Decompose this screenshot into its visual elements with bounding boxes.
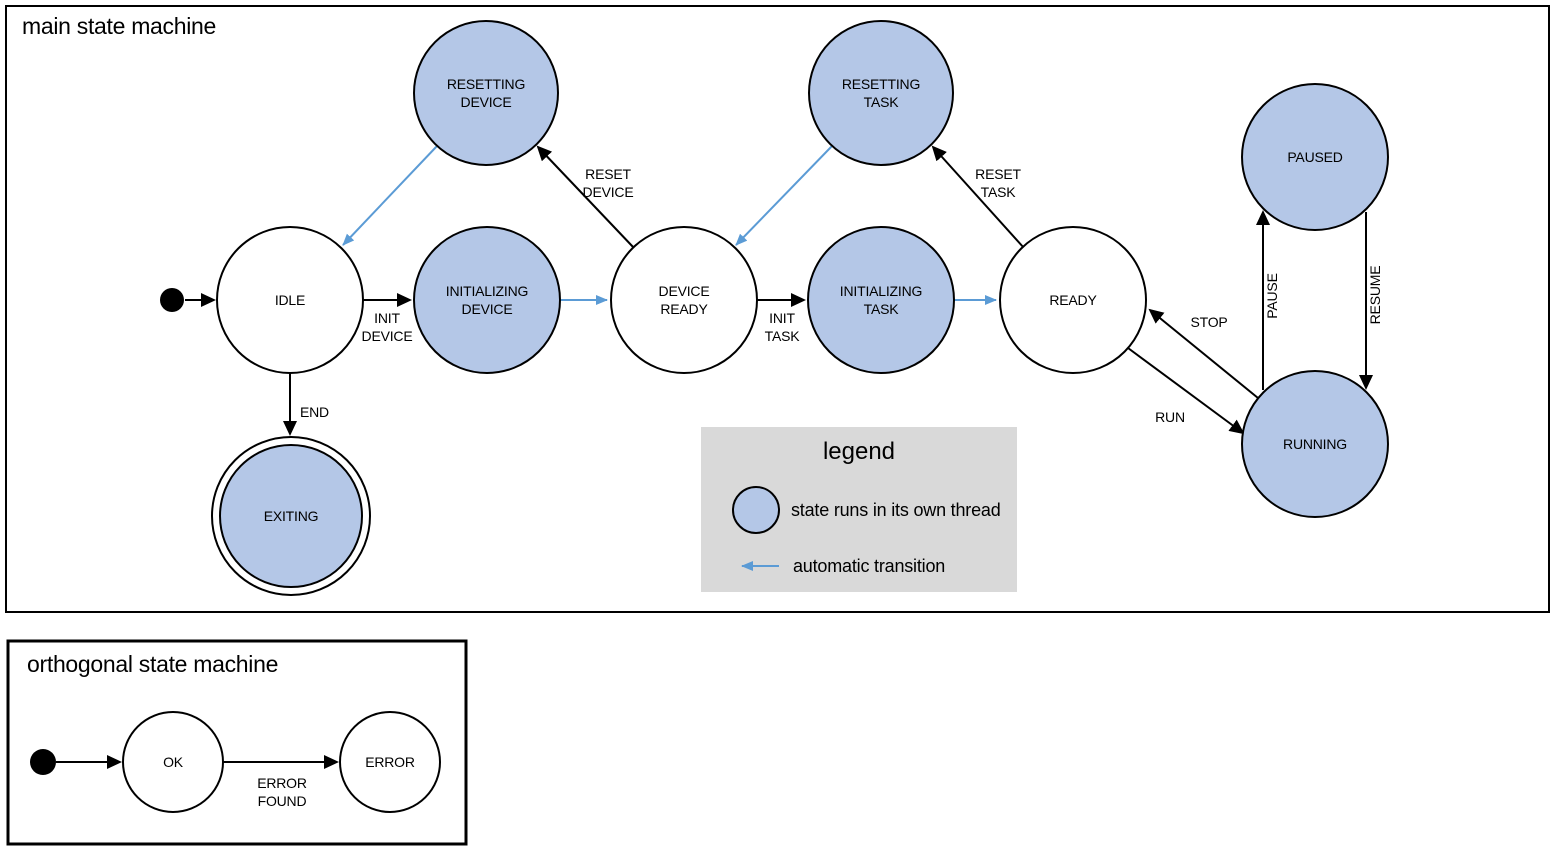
state-label-resetting-device-line2: DEVICE bbox=[461, 94, 512, 110]
ortho-panel-border bbox=[6, 639, 468, 846]
transition-ready-to-running: RUN bbox=[1127, 347, 1245, 435]
state-label-device-ready-line1: DEVICE bbox=[659, 283, 710, 299]
transition-ok-to-error: ERROR FOUND bbox=[223, 755, 339, 809]
state-label-initializing-device-line1: INITIALIZING bbox=[446, 283, 528, 299]
state-running: RUNNING bbox=[1241, 370, 1389, 518]
transition-label-init-task-line2: TASK bbox=[765, 328, 801, 344]
legend-auto-item-label: automatic transition bbox=[793, 556, 945, 576]
legend-title: legend bbox=[823, 438, 895, 465]
transition-device-ready-to-resetting-device: RESET DEVICE bbox=[536, 145, 635, 249]
state-label-initializing-task-line2: TASK bbox=[864, 301, 900, 317]
transition-ready-to-resetting-task: RESET TASK bbox=[931, 145, 1025, 249]
ortho-panel-title: orthogonal state machine bbox=[27, 651, 278, 677]
state-label-ok: OK bbox=[163, 754, 184, 770]
state-device-ready: DEVICE READY bbox=[610, 226, 758, 374]
transition-label-reset-task-line2: TASK bbox=[981, 184, 1017, 200]
transition-label-init-device-line2: DEVICE bbox=[362, 328, 413, 344]
transition-label-error-found-line1: ERROR bbox=[257, 775, 307, 791]
state-exiting-final: EXITING bbox=[211, 436, 371, 596]
transition-label-pause: PAUSE bbox=[1264, 273, 1280, 318]
transition-device-ready-to-initializing-task: INIT TASK bbox=[757, 293, 806, 344]
transition-label-resume: RESUME bbox=[1367, 266, 1383, 325]
legend-threaded-state-icon bbox=[732, 486, 780, 534]
state-label-initializing-task-line1: INITIALIZING bbox=[840, 283, 922, 299]
transition-idle-to-exiting: END bbox=[283, 373, 329, 436]
state-resetting-task: RESETTING TASK bbox=[808, 20, 954, 166]
state-ok: OK bbox=[122, 711, 224, 813]
transition-label-reset-device-line1: RESET bbox=[585, 166, 631, 182]
state-label-paused: PAUSED bbox=[1287, 149, 1342, 165]
state-label-resetting-task-line1: RESETTING bbox=[842, 76, 920, 92]
main-state-machine-panel: main state machine INIT DEVICE INIT TASK… bbox=[5, 5, 1550, 613]
legend-thread-item-label: state runs in its own thread bbox=[791, 500, 1001, 520]
state-label-error: ERROR bbox=[365, 754, 415, 770]
transition-label-init-device-line1: INIT bbox=[374, 310, 400, 326]
transition-resetting-task-to-device-ready-auto bbox=[735, 145, 833, 246]
state-label-idle: IDLE bbox=[275, 292, 305, 308]
transition-label-run: RUN bbox=[1155, 409, 1185, 425]
state-initializing-task: INITIALIZING TASK bbox=[807, 226, 955, 374]
state-label-resetting-device-line1: RESETTING bbox=[447, 76, 525, 92]
initial-state-dot bbox=[160, 288, 184, 312]
transition-label-reset-device-line2: DEVICE bbox=[583, 184, 634, 200]
state-label-ready: READY bbox=[1049, 292, 1097, 308]
transition-label-reset-task-line1: RESET bbox=[975, 166, 1021, 182]
state-ready: READY bbox=[999, 226, 1147, 374]
main-panel-title: main state machine bbox=[22, 13, 216, 39]
transition-label-stop: STOP bbox=[1190, 314, 1227, 330]
transition-paused-to-running: RESUME bbox=[1359, 212, 1383, 390]
transition-resetting-device-to-idle-auto bbox=[342, 145, 438, 246]
state-label-running: RUNNING bbox=[1283, 436, 1347, 452]
transition-running-to-paused: PAUSE bbox=[1256, 210, 1280, 390]
transition-label-end: END bbox=[300, 404, 329, 420]
state-label-exiting: EXITING bbox=[264, 508, 319, 524]
main-panel-border bbox=[5, 5, 1550, 613]
ortho-initial-state-dot bbox=[30, 749, 56, 775]
state-label-initializing-device-line2: DEVICE bbox=[462, 301, 513, 317]
state-initializing-device: INITIALIZING DEVICE bbox=[413, 226, 561, 374]
orthogonal-state-machine-panel: orthogonal state machine ERROR FOUND OK … bbox=[6, 639, 468, 846]
transition-label-error-found-line2: FOUND bbox=[258, 793, 307, 809]
transition-label-init-task-line1: INIT bbox=[769, 310, 795, 326]
state-error: ERROR bbox=[339, 711, 441, 813]
state-resetting-device: RESETTING DEVICE bbox=[413, 20, 559, 166]
state-paused: PAUSED bbox=[1241, 83, 1389, 231]
state-idle: IDLE bbox=[216, 226, 364, 374]
state-label-resetting-task-line2: TASK bbox=[864, 94, 900, 110]
transition-running-to-ready: STOP bbox=[1148, 308, 1259, 399]
state-label-device-ready-line2: READY bbox=[660, 301, 708, 317]
legend: legend state runs in its own thread auto… bbox=[701, 427, 1017, 592]
transition-idle-to-initializing-device: INIT DEVICE bbox=[362, 293, 413, 344]
